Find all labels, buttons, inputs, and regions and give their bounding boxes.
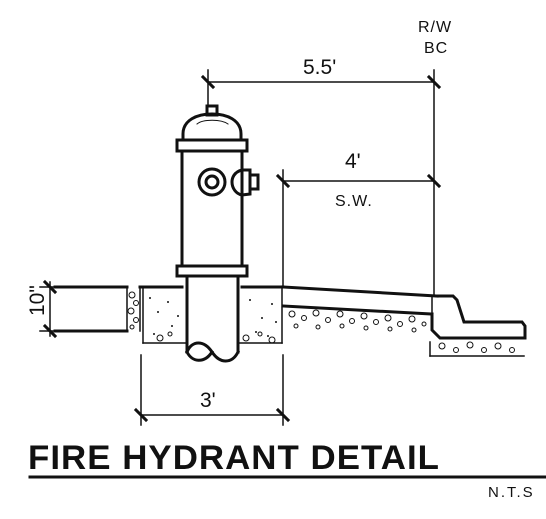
dim-footing-width-label: 3' — [200, 389, 216, 412]
sidewalk-label: S.W. — [335, 193, 373, 210]
dim-slab-thickness-label: 10" — [26, 285, 49, 316]
hydrant-breakaway-flange — [175, 264, 249, 278]
dimension-lines — [39, 69, 442, 426]
gravel-pattern-left — [127, 291, 139, 330]
dim-hydrant-to-bc-label: 5.5' — [303, 56, 336, 79]
hydrant-bonnet — [181, 112, 243, 142]
sidewalk-bottom — [281, 304, 434, 316]
sidewalk-top — [281, 285, 439, 298]
drawing-title: FIRE HYDRANT DETAIL — [28, 439, 440, 477]
concrete-and-ground — [53, 285, 527, 357]
hydrant-top-flange — [175, 138, 249, 153]
hydrant-nozzle-outer — [197, 167, 227, 197]
gravel-pattern-sidewalk — [288, 309, 427, 333]
dim-sidewalk-label: 4' — [345, 150, 361, 173]
hydrant-side-outlet — [230, 168, 252, 197]
hydrant-nozzle-inner — [204, 174, 220, 190]
concrete-stipple — [149, 297, 277, 337]
fire-hydrant — [175, 104, 260, 363]
rw-label: R/W — [418, 19, 452, 36]
gravel-pattern-pad — [156, 331, 276, 344]
scale-note: N.T.S — [488, 484, 535, 501]
bc-label: BC — [424, 40, 448, 57]
gravel-pattern-curb — [438, 341, 515, 353]
curb-and-gutter — [430, 294, 527, 340]
